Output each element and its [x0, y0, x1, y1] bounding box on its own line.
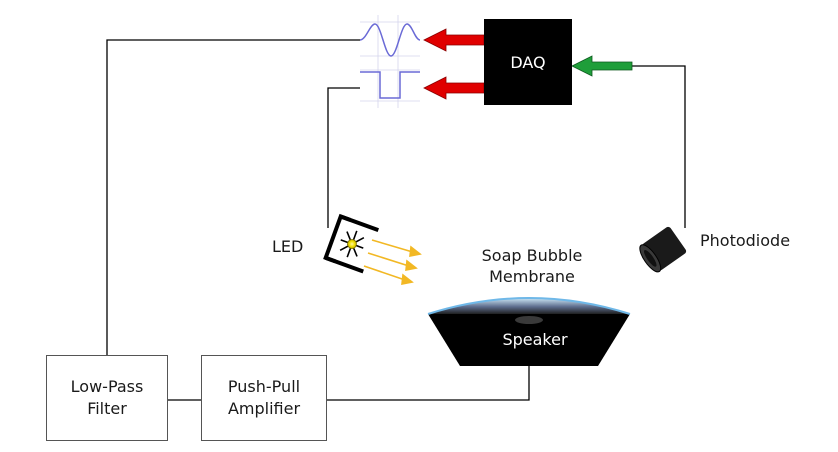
membrane-label: Soap Bubble Membrane — [472, 245, 592, 287]
led-label: LED — [272, 237, 304, 256]
led-icon — [323, 213, 380, 274]
push-pull-amplifier-box: Push-Pull Amplifier — [201, 355, 327, 441]
membrane-label-line2: Membrane — [489, 267, 575, 286]
amplifier-label-line2: Amplifier — [227, 399, 301, 418]
amplifier-label-line1: Push-Pull — [227, 377, 301, 396]
wire-amplifier-to-speaker — [326, 366, 530, 401]
wire-photodiode-to-daq — [632, 65, 686, 228]
wire-low-pass-to-sine — [106, 39, 360, 357]
sine-wave-icon — [359, 15, 421, 62]
low-pass-filter-box: Low-Pass Filter — [46, 355, 168, 441]
photodiode-label: Photodiode — [700, 231, 791, 250]
output-arrow-square — [423, 76, 485, 100]
wire-square-to-led — [327, 87, 360, 228]
light-rays-icon — [363, 239, 422, 285]
low-pass-label-line2: Filter — [87, 399, 127, 418]
output-arrow-sine — [423, 28, 485, 52]
photodiode-icon — [639, 226, 687, 273]
daq-label: DAQ — [510, 52, 546, 72]
membrane-label-line1: Soap Bubble — [481, 246, 583, 265]
square-wave-icon — [360, 62, 420, 108]
daq-box: DAQ — [484, 19, 572, 105]
speaker-icon — [427, 297, 631, 366]
low-pass-label-line1: Low-Pass — [70, 377, 144, 396]
speaker-label: Speaker — [502, 330, 568, 349]
input-arrow-photodiode — [571, 55, 633, 77]
